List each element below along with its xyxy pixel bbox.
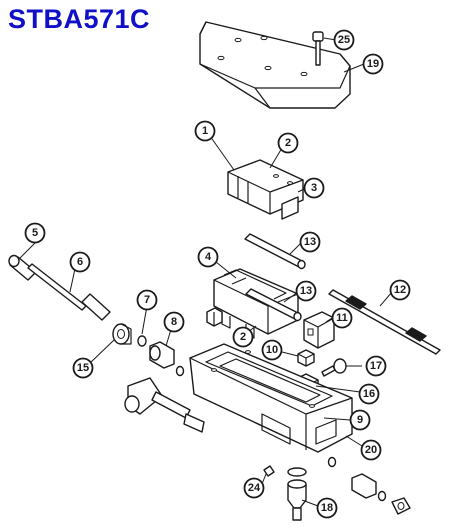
part-small-cube xyxy=(297,349,315,367)
part-seal xyxy=(112,323,132,345)
callout-label-7: 7 xyxy=(144,294,150,306)
part-long-rod xyxy=(328,289,441,355)
callout-label-5: 5 xyxy=(32,227,38,239)
part-o-ring-left xyxy=(137,335,147,347)
part-bolt xyxy=(312,31,324,66)
callout-19: 19 xyxy=(362,53,384,75)
callout-15: 15 xyxy=(72,357,94,379)
part-bottom-right-parts xyxy=(327,456,411,515)
callout-label-17: 17 xyxy=(370,360,382,372)
callout-label-8: 8 xyxy=(171,316,177,328)
part-upper-block xyxy=(227,159,304,220)
callout-label-25: 25 xyxy=(338,34,350,46)
callout-2-lower: 2 xyxy=(232,326,254,348)
part-clip xyxy=(206,307,223,327)
part-o-ring-mid xyxy=(175,365,185,377)
part-screw xyxy=(321,358,347,377)
callout-label-16: 16 xyxy=(363,388,375,400)
callout-17: 17 xyxy=(365,355,387,377)
callout-2-upper: 2 xyxy=(277,132,299,154)
callout-label-13-upper: 13 xyxy=(304,236,316,248)
callout-25: 25 xyxy=(333,29,355,51)
callout-label-11: 11 xyxy=(336,312,348,324)
part-lower-block xyxy=(213,268,299,339)
callout-8: 8 xyxy=(163,311,185,333)
callout-label-4: 4 xyxy=(205,251,212,263)
callout-label-6: 6 xyxy=(77,256,83,268)
diagram-title: STBA571C xyxy=(8,4,151,34)
part-pin-lower xyxy=(245,288,302,322)
callout-5: 5 xyxy=(24,222,46,244)
part-left-rod xyxy=(8,254,111,321)
callout-label-19: 19 xyxy=(367,58,379,70)
callout-12: 12 xyxy=(389,279,411,301)
part-top-cover xyxy=(199,21,351,109)
callout-label-18: 18 xyxy=(321,502,333,514)
callout-label-20: 20 xyxy=(365,444,377,456)
callout-6: 6 xyxy=(69,251,91,273)
part-main-housing xyxy=(189,343,353,453)
callout-label-15: 15 xyxy=(77,362,89,374)
callout-20: 20 xyxy=(360,439,382,461)
callout-label-24: 24 xyxy=(248,482,261,494)
part-pin-upper xyxy=(244,233,306,270)
callout-13-lower: 13 xyxy=(295,280,317,302)
callout-label-9: 9 xyxy=(357,414,363,426)
callout-11: 11 xyxy=(331,307,353,329)
callout-1: 1 xyxy=(194,120,216,142)
callout-4: 4 xyxy=(197,246,219,268)
callout-label-10: 10 xyxy=(266,344,278,356)
callout-18: 18 xyxy=(316,497,338,519)
callout-16: 16 xyxy=(358,383,380,405)
callout-label-2-upper: 2 xyxy=(285,137,291,149)
part-bracket xyxy=(303,311,335,349)
part-spacer xyxy=(149,341,175,369)
callout-24: 24 xyxy=(243,477,265,499)
callout-7: 7 xyxy=(136,289,158,311)
part-elbow-fitting xyxy=(124,377,205,433)
callout-3: 3 xyxy=(303,177,325,199)
callout-9: 9 xyxy=(349,409,371,431)
callout-13-upper: 13 xyxy=(299,231,321,253)
callout-label-3: 3 xyxy=(311,182,317,194)
callout-label-12: 12 xyxy=(394,284,406,296)
callout-label-2-lower: 2 xyxy=(240,331,246,343)
callout-10: 10 xyxy=(261,339,283,361)
part-bottom-fitting xyxy=(263,465,307,521)
callout-label-13-lower: 13 xyxy=(300,285,312,297)
callout-label-1: 1 xyxy=(202,125,208,137)
